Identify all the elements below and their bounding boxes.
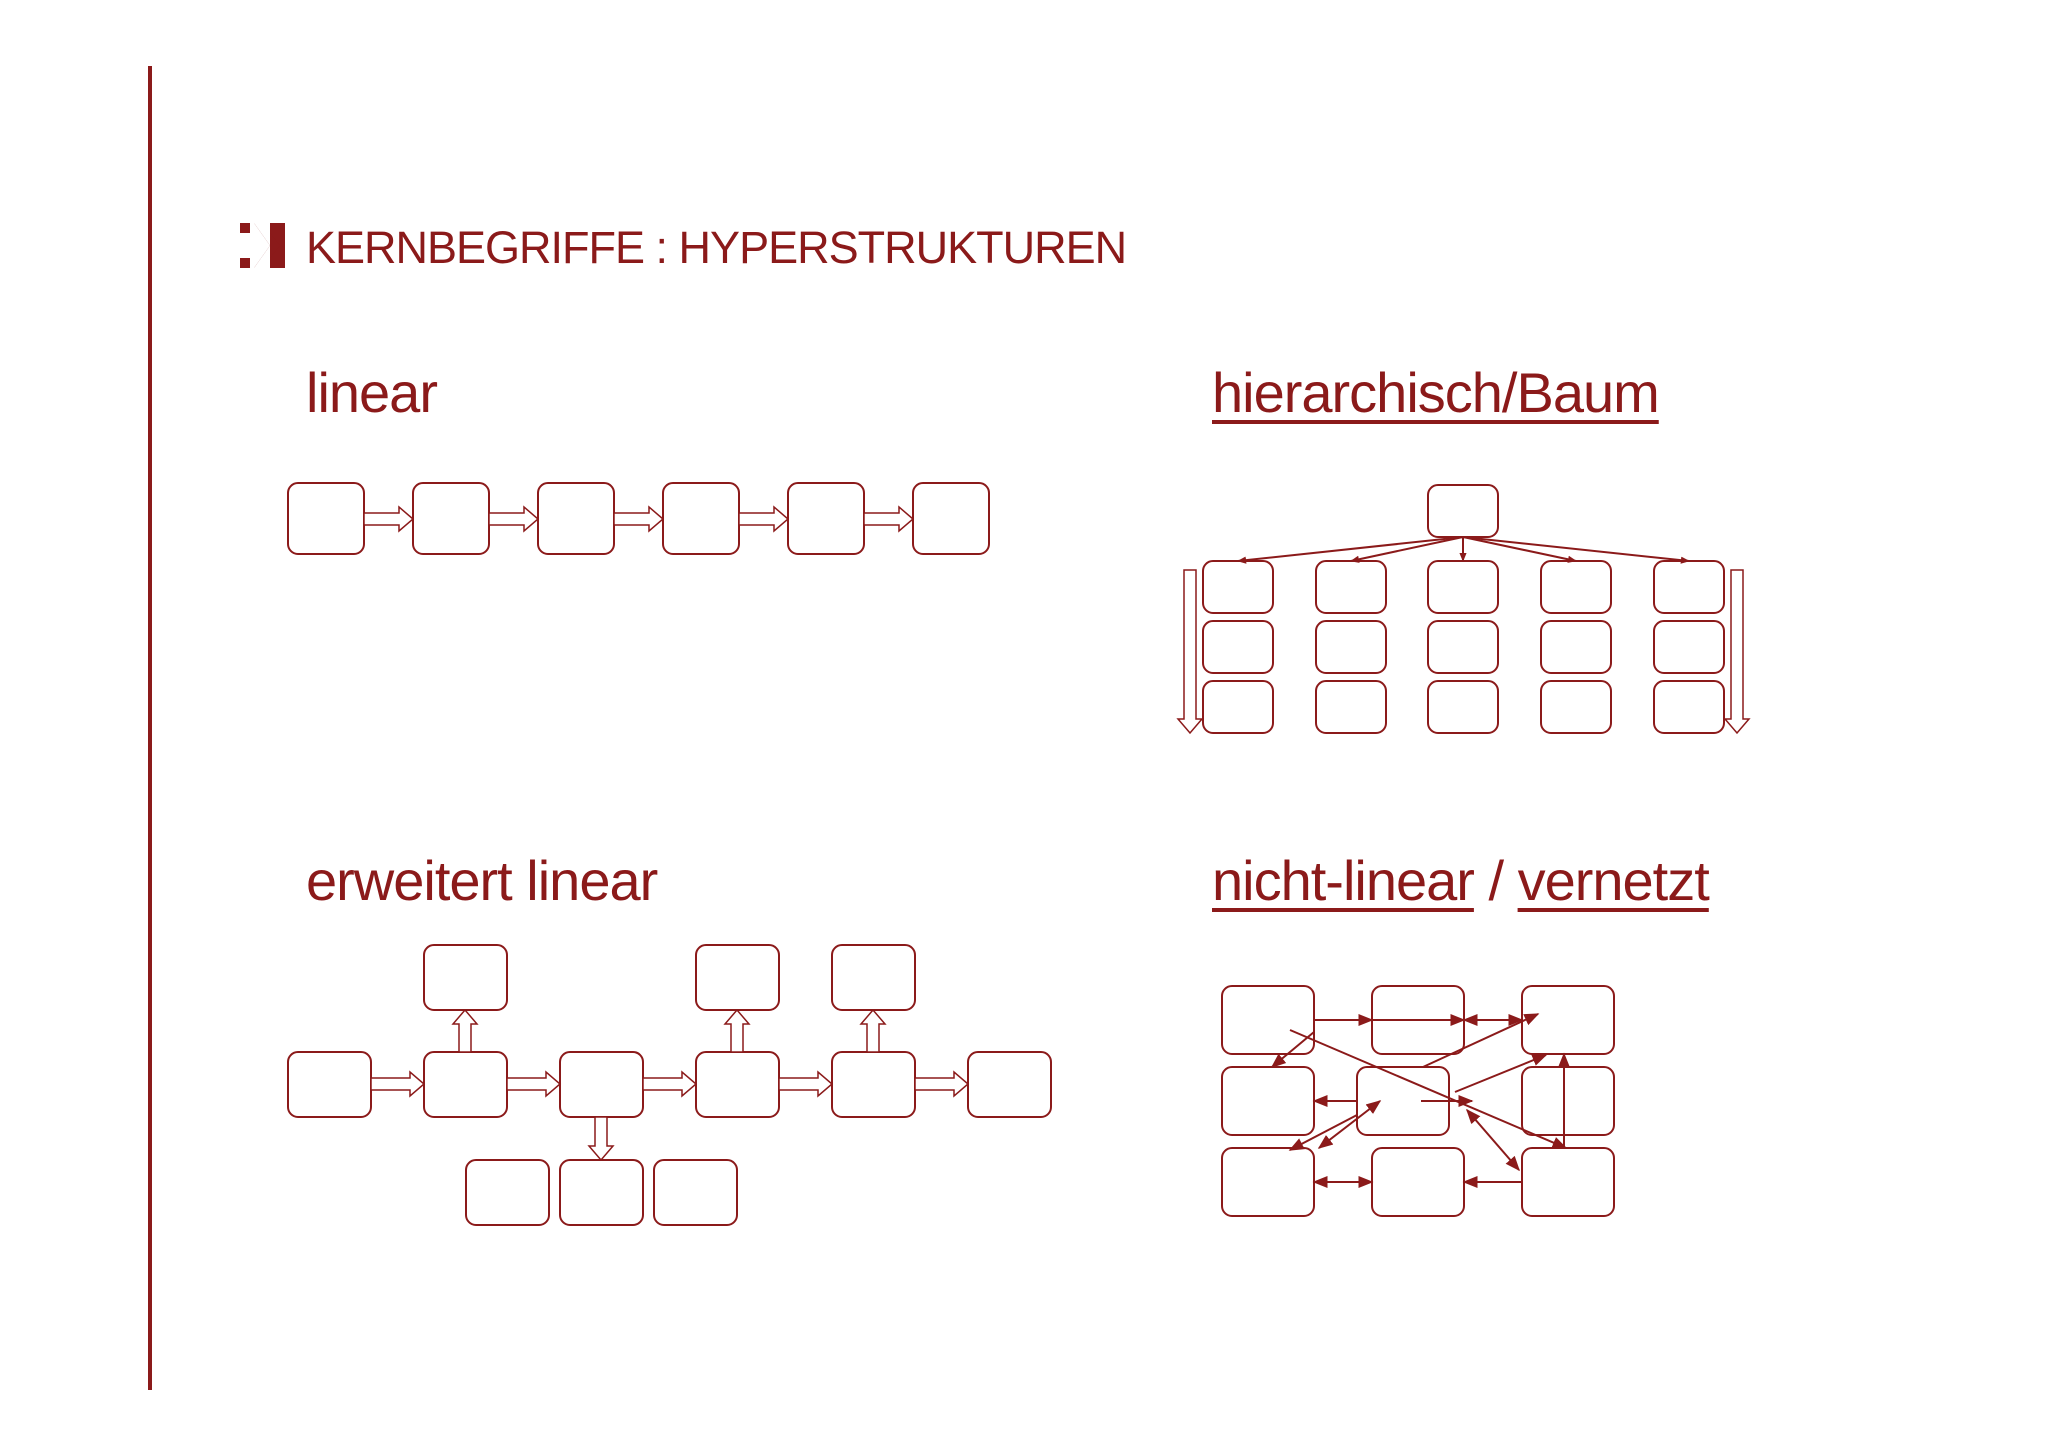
extended-up-arrow-1 <box>451 1008 479 1053</box>
extended-arrow-4 <box>778 1070 834 1098</box>
tree-node-3-3 <box>1427 680 1499 734</box>
network-edge-11 <box>1454 1054 1548 1093</box>
tree-node-1-2 <box>1202 620 1274 674</box>
linear-arrow-2 <box>488 505 540 533</box>
page-title: KERNBEGRIFFE : HYPERSTRUKTUREN <box>306 222 1127 273</box>
network-edge-9 <box>1317 1100 1382 1149</box>
extended-main-node-4 <box>695 1051 780 1118</box>
linear-node-3 <box>537 482 615 555</box>
extended-arrow-5 <box>914 1070 970 1098</box>
linear-node-5 <box>787 482 865 555</box>
label-nicht-linear: nicht-linear <box>1212 849 1475 912</box>
tree-node-3-1 <box>1427 560 1499 614</box>
linear-arrow-3 <box>613 505 665 533</box>
tree-node-1-1 <box>1202 560 1274 614</box>
label-separator: / <box>1488 849 1504 912</box>
extended-arrow-3 <box>642 1070 698 1098</box>
tree-node-5-2 <box>1653 620 1725 674</box>
network-edge-13 <box>1466 1108 1520 1172</box>
tree-edge-1 <box>1237 536 1464 564</box>
tree-edge-2 <box>1350 536 1464 563</box>
extended-lower-node-3 <box>653 1159 738 1226</box>
tree-node-5-3 <box>1653 680 1725 734</box>
tree-node-4-2 <box>1540 620 1612 674</box>
tree-node-4-1 <box>1540 560 1612 614</box>
label-vernetzt: vernetzt <box>1517 849 1710 912</box>
extended-main-node-3 <box>559 1051 644 1118</box>
extended-upper-node-1 <box>423 944 508 1011</box>
linear-node-2 <box>412 482 490 555</box>
extended-arrow-2 <box>506 1070 562 1098</box>
extended-upper-node-2 <box>695 944 780 1011</box>
extended-upper-node-3 <box>831 944 916 1011</box>
linear-arrow-5 <box>863 505 915 533</box>
left-border-line <box>148 66 152 1390</box>
arrow-bracket-logo-icon <box>240 223 285 268</box>
tree-node-3-2 <box>1427 620 1499 674</box>
extended-up-arrow-3 <box>859 1008 887 1053</box>
extended-up-arrow-2 <box>723 1008 751 1053</box>
extended-lower-node-1 <box>465 1159 550 1226</box>
tree-scroll-arrow-left <box>1176 569 1204 735</box>
extended-arrow-1 <box>370 1070 426 1098</box>
tree-node-5-1 <box>1653 560 1725 614</box>
network-edge-12 <box>1422 1013 1540 1068</box>
network-node-ml <box>1221 1066 1315 1136</box>
network-node-mr <box>1521 1066 1615 1136</box>
section-label-linear: linear <box>306 361 438 424</box>
extended-lower-node-2 <box>559 1159 644 1226</box>
extended-main-node-6 <box>967 1051 1052 1118</box>
section-label-extended-linear: erweitert linear <box>306 849 658 912</box>
tree-scroll-arrow-right <box>1723 569 1751 735</box>
linear-node-1 <box>287 482 365 555</box>
section-label-network: nicht-linear / vernetzt <box>1212 848 1710 914</box>
tree-edge-5 <box>1462 536 1690 564</box>
extended-down-arrow <box>587 1116 615 1162</box>
network-edge-14 <box>1289 1029 1568 1149</box>
tree-node-2-1 <box>1315 560 1387 614</box>
linear-arrow-4 <box>738 505 790 533</box>
extended-main-node-5 <box>831 1051 916 1118</box>
network-node-bc <box>1371 1147 1465 1217</box>
tree-root-node <box>1427 484 1499 538</box>
network-node-br <box>1521 1147 1615 1217</box>
tree-node-2-3 <box>1315 680 1387 734</box>
tree-node-4-3 <box>1540 680 1612 734</box>
tree-node-1-3 <box>1202 680 1274 734</box>
linear-node-4 <box>662 482 740 555</box>
network-node-tr <box>1521 985 1615 1055</box>
extended-main-node-1 <box>287 1051 372 1118</box>
network-node-bl <box>1221 1147 1315 1217</box>
extended-main-node-2 <box>423 1051 508 1118</box>
section-label-hierarchical: hierarchisch/Baum <box>1212 361 1660 424</box>
tree-node-2-2 <box>1315 620 1387 674</box>
network-edge-10 <box>1288 1114 1358 1151</box>
linear-arrow-1 <box>363 505 415 533</box>
linear-node-6 <box>912 482 990 555</box>
tree-edge-4 <box>1462 536 1577 563</box>
